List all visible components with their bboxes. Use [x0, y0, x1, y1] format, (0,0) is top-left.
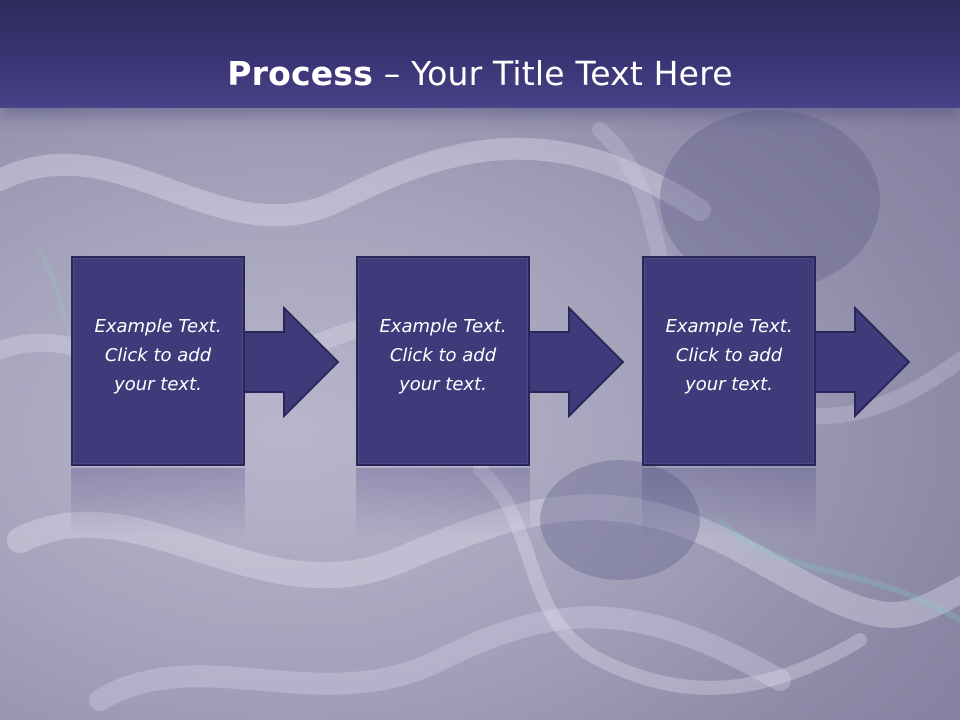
title-bold-text: Process: [227, 54, 373, 93]
step-text-1[interactable]: Example Text. Click to add your text.: [73, 312, 243, 399]
step-line: Example Text.: [665, 316, 793, 337]
right-arrow-icon: [244, 306, 340, 418]
step-line: Example Text.: [379, 316, 507, 337]
step-line: Click to add: [675, 345, 783, 366]
step-line: Click to add: [389, 345, 497, 366]
title-rest-text: Your Title Text Here: [411, 54, 733, 93]
step-reflection-2: [356, 468, 530, 538]
process-step-box-3[interactable]: Example Text. Click to add your text.: [642, 256, 816, 466]
title-bar: [0, 0, 960, 108]
step-text-3[interactable]: Example Text. Click to add your text.: [644, 312, 814, 399]
step-line: Click to add: [104, 345, 212, 366]
step-reflection-1: [71, 468, 245, 538]
step-reflection-3: [642, 468, 816, 538]
process-step-box-1[interactable]: Example Text. Click to add your text.: [71, 256, 245, 466]
step-text-2[interactable]: Example Text. Click to add your text.: [358, 312, 528, 399]
step-line: your text.: [685, 374, 773, 395]
step-line: your text.: [399, 374, 487, 395]
slide-title[interactable]: Process – Your Title Text Here: [0, 54, 960, 94]
right-arrow-icon: [529, 306, 625, 418]
step-line: your text.: [114, 374, 202, 395]
title-separator: –: [373, 54, 412, 93]
process-step-box-2[interactable]: Example Text. Click to add your text.: [356, 256, 530, 466]
right-arrow-icon: [815, 306, 911, 418]
step-line: Example Text.: [94, 316, 222, 337]
